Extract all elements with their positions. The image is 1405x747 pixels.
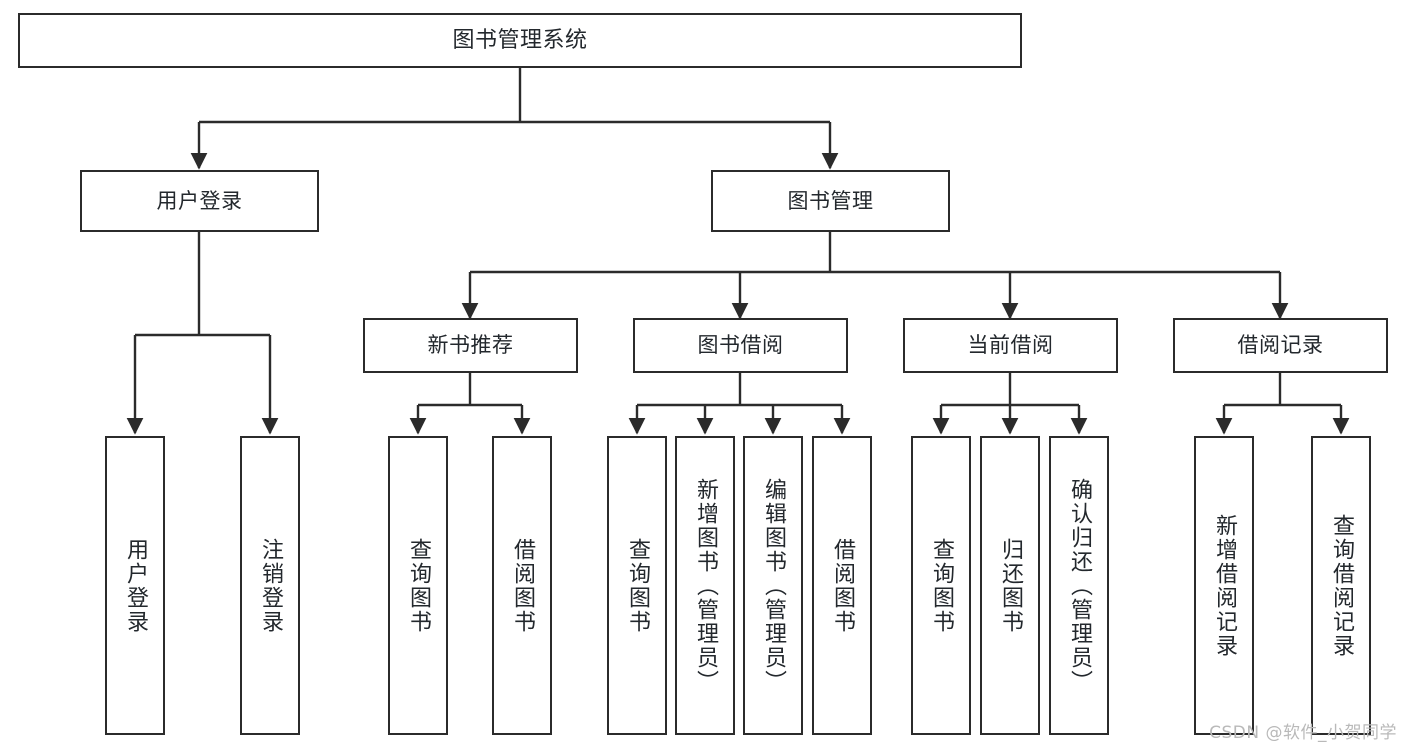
leaf-current-query-book[interactable]: 查询图书 — [911, 436, 971, 735]
node-new-book-recommend[interactable]: 新书推荐 — [363, 318, 578, 373]
leaf-borrow-borrow-book[interactable]: 借阅图书 — [812, 436, 872, 735]
leaf-record-add-borrow-record[interactable]: 新增借阅记录 — [1194, 436, 1254, 735]
node-user-login[interactable]: 用户登录 — [80, 170, 319, 232]
node-label: 查询图书 — [405, 537, 431, 634]
node-label: 查询图书 — [928, 537, 954, 634]
node-label: 归还图书 — [997, 537, 1023, 634]
node-label: 图书借阅 — [697, 333, 784, 358]
node-label: 查询借阅记录 — [1328, 513, 1354, 658]
node-current-borrow[interactable]: 当前借阅 — [903, 318, 1118, 373]
node-label: 查询图书 — [624, 537, 650, 634]
leaf-user-login[interactable]: 用户登录 — [105, 436, 165, 735]
node-label: 借阅图书 — [829, 537, 855, 634]
node-label: 图书管理 — [787, 188, 874, 213]
leaf-borrow-add-book-admin[interactable]: 新增图书（管理员） — [675, 436, 735, 735]
leaf-borrow-edit-book-admin[interactable]: 编辑图书（管理员） — [743, 436, 803, 735]
node-borrow-record[interactable]: 借阅记录 — [1173, 318, 1388, 373]
node-book-management[interactable]: 图书管理 — [711, 170, 950, 232]
node-label: 编辑图书（管理员） — [760, 477, 786, 694]
node-label: 图书管理系统 — [452, 27, 588, 53]
leaf-user-logout[interactable]: 注销登录 — [240, 436, 300, 735]
node-label: 当前借阅 — [967, 333, 1054, 358]
leaf-borrow-query-book[interactable]: 查询图书 — [607, 436, 667, 735]
leaf-current-confirm-return-admin[interactable]: 确认归还（管理员） — [1049, 436, 1109, 735]
node-label: 新增图书（管理员） — [692, 477, 718, 694]
node-label: 新书推荐 — [427, 333, 514, 358]
leaf-current-return-book[interactable]: 归还图书 — [980, 436, 1040, 735]
node-label: 注销登录 — [257, 537, 283, 634]
node-label: 借阅图书 — [509, 537, 535, 634]
leaf-record-query-borrow-record[interactable]: 查询借阅记录 — [1311, 436, 1371, 735]
node-label: 用户登录 — [156, 188, 243, 213]
node-label: 确认归还（管理员） — [1066, 477, 1092, 694]
node-root-book-management-system[interactable]: 图书管理系统 — [18, 13, 1022, 68]
node-label: 用户登录 — [122, 537, 148, 634]
node-label: 借阅记录 — [1237, 333, 1324, 358]
csdn-watermark: CSDN @软件_小贺同学 — [1209, 723, 1397, 743]
node-book-borrow[interactable]: 图书借阅 — [633, 318, 848, 373]
leaf-recommend-borrow-book[interactable]: 借阅图书 — [492, 436, 552, 735]
node-label: 新增借阅记录 — [1211, 513, 1237, 658]
leaf-recommend-query-book[interactable]: 查询图书 — [388, 436, 448, 735]
